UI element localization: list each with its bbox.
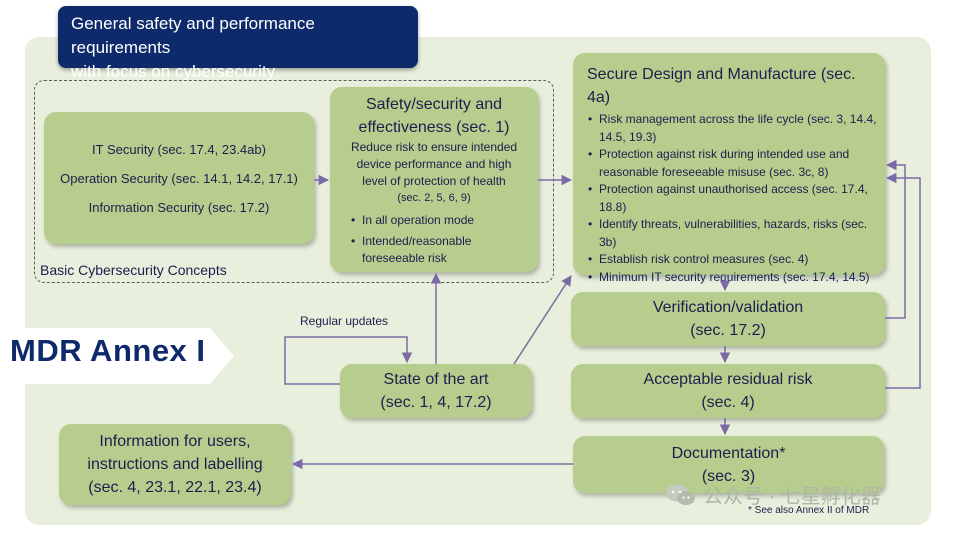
residual-line-2: (sec. 4) [701, 394, 755, 411]
design-bullet-2b: reasonable foreseeable misuse (sec. 3c, … [599, 164, 829, 179]
design-bullet-3: Protection against unauthorised access (… [588, 181, 877, 216]
arrow-regular-updates-loop [284, 336, 413, 385]
information-line-2: instructions and labelling [87, 456, 263, 473]
safety-bullet-2b: foreseeable risk [362, 251, 447, 265]
header-line-2: with focus on cybersecurity [71, 62, 276, 81]
design-bullet-1: Risk management across the life cycle (s… [588, 111, 877, 146]
safety-desc-line-3: level of protection of health [362, 174, 506, 188]
basic-concepts-frame [34, 80, 554, 283]
header-line-1: General safety and performance requireme… [71, 14, 315, 57]
documentation-line-2: (sec. 3) [701, 467, 756, 485]
watermark: 公众号 · 七星孵化器 [665, 480, 881, 509]
regular-updates-label: Regular updates [300, 314, 389, 328]
state-of-art-line-1: State of the art [383, 371, 489, 388]
information-line-3: (sec. 4, 23.1, 22.1, 23.4) [88, 479, 262, 496]
safety-secs: (sec. 2, 5, 6, 9) [397, 192, 471, 204]
design-bullet-4: Identify threats, vulnerabilities, hazar… [588, 216, 877, 251]
residual-line-1: Acceptable residual risk [643, 371, 813, 388]
arrow-state-to-design [513, 275, 572, 365]
design-bullet-2: Protection against risk during intended … [588, 146, 877, 181]
safety-desc-line-2: device performance and high [356, 157, 512, 171]
arrow-residual-feedback [885, 172, 921, 389]
verification-line-1: Verification/validation [652, 299, 804, 316]
safety-box: Safety/security and effectiveness (sec. … [330, 87, 538, 272]
documentation-box: Documentation* (sec. 3) [573, 436, 884, 493]
design-bullet-6: Minimum IT security requirements (sec. 1… [588, 269, 877, 287]
information-security-text: Information Security (sec. 17.2) [88, 199, 270, 215]
it-security-text: IT Security (sec. 17.4, 23.4ab) [92, 141, 266, 157]
design-bullet-1b: 14.5, 19.3) [599, 129, 657, 144]
safety-title-line-2: effectiveness (sec. 1) [358, 119, 510, 136]
information-line-1: Information for users, [99, 433, 251, 450]
verification-box: Verification/validation (sec. 17.2) [571, 292, 885, 346]
design-bullet-4b: 3b) [599, 234, 617, 249]
verification-line-2: (sec. 17.2) [690, 322, 766, 339]
arrow-verification-feedback [885, 159, 906, 319]
safety-title-line-1: Safety/security and [365, 96, 503, 113]
design-bullet-3a: Protection against unauthorised access (… [599, 182, 868, 196]
footnote: * See also Annex II of MDR [748, 505, 870, 516]
security-box: IT Security (sec. 17.4, 23.4ab) Operatio… [44, 112, 314, 244]
design-bullet-3b: 18.8) [599, 199, 627, 214]
design-bullet-1a: Risk management across the life cycle (s… [599, 112, 877, 126]
watermark-text: 公众号 · 七星孵化器 [703, 486, 881, 508]
mdr-annex-label: MDR Annex I [10, 333, 206, 368]
design-bullet-5: Establish risk control measures (sec. 4) [588, 251, 877, 269]
state-of-art-box: State of the art (sec. 1, 4, 17.2) [340, 364, 532, 418]
design-bullet-4a: Identify threats, vulnerabilities, hazar… [599, 217, 868, 231]
basic-concepts-label: Basic Cybersecurity Concepts [40, 262, 227, 278]
design-bullet-2a: Protection against risk during intended … [599, 147, 850, 161]
secure-design-title: Secure Design and Manufacture (sec. 4a) [587, 66, 856, 106]
header-banner: General safety and performance requireme… [58, 6, 418, 81]
operation-security-text: Operation Security (sec. 14.1, 14.2, 17.… [60, 170, 298, 186]
safety-bullet-2a: Intended/reasonable [362, 233, 472, 248]
documentation-line-1: Documentation* [671, 444, 786, 462]
safety-bullet-1: In all operation mode [351, 212, 528, 230]
information-box: Information for users, instructions and … [59, 424, 291, 505]
safety-desc-line-1: Reduce risk to ensure intended [350, 140, 518, 154]
residual-risk-box: Acceptable residual risk (sec. 4) [571, 364, 885, 418]
safety-bullet-2: Intended/reasonable foreseeable risk [351, 233, 528, 268]
secure-design-box: Secure Design and Manufacture (sec. 4a) … [573, 53, 885, 286]
wechat-icon [666, 484, 695, 505]
state-of-art-line-2: (sec. 1, 4, 17.2) [380, 394, 492, 411]
